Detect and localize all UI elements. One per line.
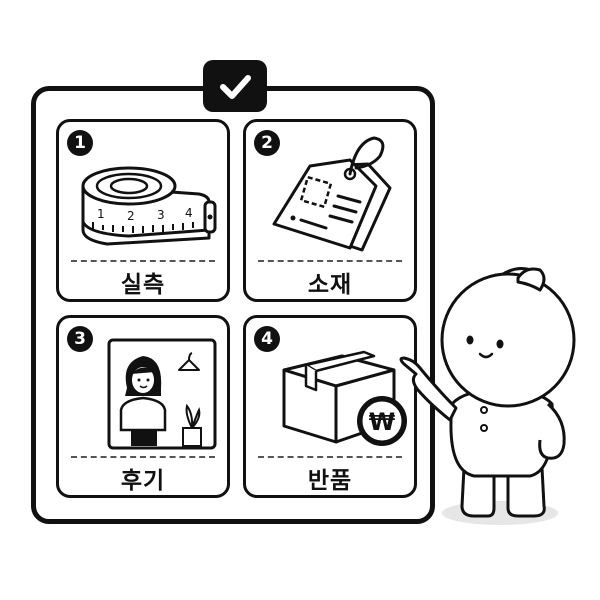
card-label-return: 반품 [307, 468, 353, 494]
checklist-card-review: 3 후기 [56, 315, 230, 498]
tape-tick-label: 4 [185, 206, 193, 220]
won-currency-icon: ₩ [369, 408, 396, 436]
divider [258, 456, 402, 458]
checklist-card-return: ₩ 4 반품 [243, 315, 417, 498]
checklist-card-measurement: 1 2 3 4 1 실측 [56, 119, 230, 302]
step-number: 2 [254, 130, 280, 156]
card-label-measurement: 실측 [120, 272, 166, 298]
measuring-tape-icon: 1 2 3 4 [81, 166, 217, 246]
tape-tick-label: 2 [127, 209, 135, 223]
divider [71, 260, 215, 262]
return-box-icon: ₩ [282, 350, 407, 446]
pointing-mascot [399, 267, 576, 525]
divider [258, 260, 402, 262]
step-number: 1 [67, 130, 93, 156]
fabric-tag-icon [272, 136, 392, 252]
step-number: 4 [254, 326, 280, 352]
card-label-material: 소재 [307, 272, 353, 298]
divider [71, 456, 215, 458]
checkmark-icon [220, 75, 251, 99]
review-photo-icon [107, 338, 217, 450]
checklist-card-material: 2 소재 [243, 119, 417, 302]
card-label-review: 후기 [120, 468, 166, 494]
checkmark-badge [203, 60, 267, 112]
tape-tick-label: 3 [157, 208, 165, 222]
tape-tick-label: 1 [97, 207, 105, 221]
step-number: 3 [67, 326, 93, 352]
